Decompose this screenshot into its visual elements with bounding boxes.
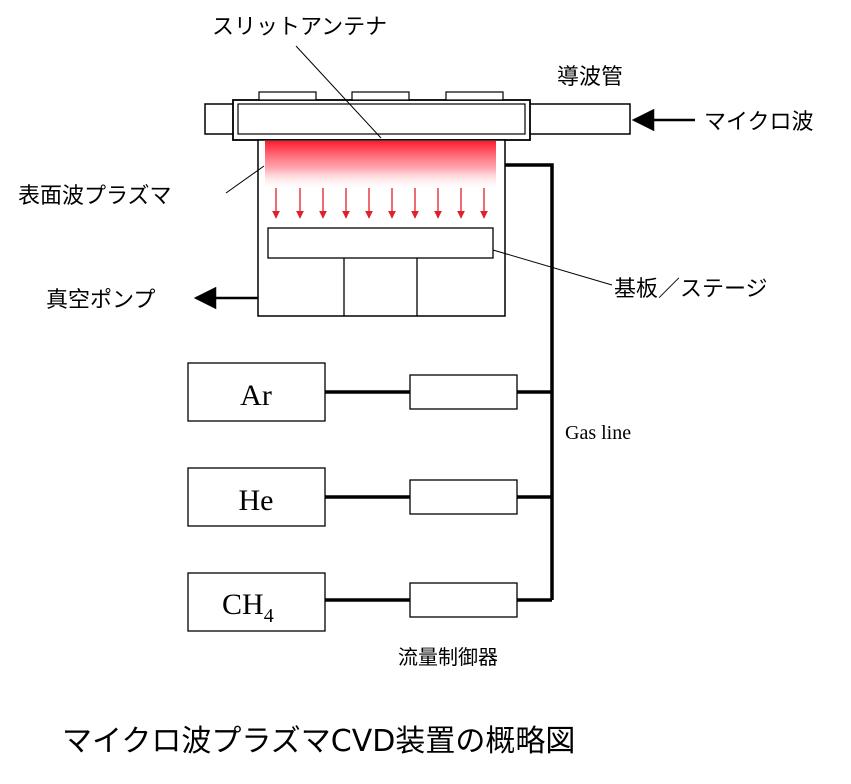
surface-wave-plasma-region [265, 141, 496, 191]
gas-label-ar: Ar [240, 379, 272, 412]
label-microwave: マイクロ波 [704, 110, 814, 135]
mfc-he [409, 479, 518, 515]
label-substrate-stage: 基板／ステージ [614, 277, 768, 302]
gas-source-ar [187, 362, 326, 422]
tuner-stub-2 [351, 91, 410, 101]
plasma-arrows [272, 188, 488, 219]
slit-antenna-plate [232, 99, 531, 141]
gas-label-ch4: CH4 [222, 588, 274, 627]
slit-antenna-leader [295, 45, 382, 139]
gas-source-ch4 [187, 572, 326, 632]
gas-label-ch4-main: CH [222, 588, 264, 621]
label-gas-line: Gas line [565, 422, 631, 444]
tuner-stub-3 [445, 91, 504, 101]
mfc-ar [409, 374, 518, 410]
label-surface-wave-plasma: 表面波プラズマ [18, 184, 172, 209]
tuner-stub-1 [258, 91, 317, 101]
mfc-ch4 [409, 582, 518, 618]
slit-antenna-inner [237, 103, 526, 135]
label-vacuum-pump: 真空ポンプ [46, 288, 155, 313]
diagram-title: マイクロ波プラズマCVD装置の概略図 [62, 724, 575, 759]
label-waveguide: 導波管 [557, 65, 623, 90]
substrate [267, 227, 494, 259]
gas-label-ch4-subscript: 4 [264, 605, 274, 627]
label-mass-flow-controller: 流量制御器 [398, 645, 498, 669]
gas-source-he [187, 467, 326, 527]
gas-label-he: He [239, 484, 274, 517]
gas-line-trunk [505, 163, 554, 600]
label-slit-antenna: スリットアンテナ [212, 15, 387, 40]
plasma-leader [225, 165, 265, 194]
